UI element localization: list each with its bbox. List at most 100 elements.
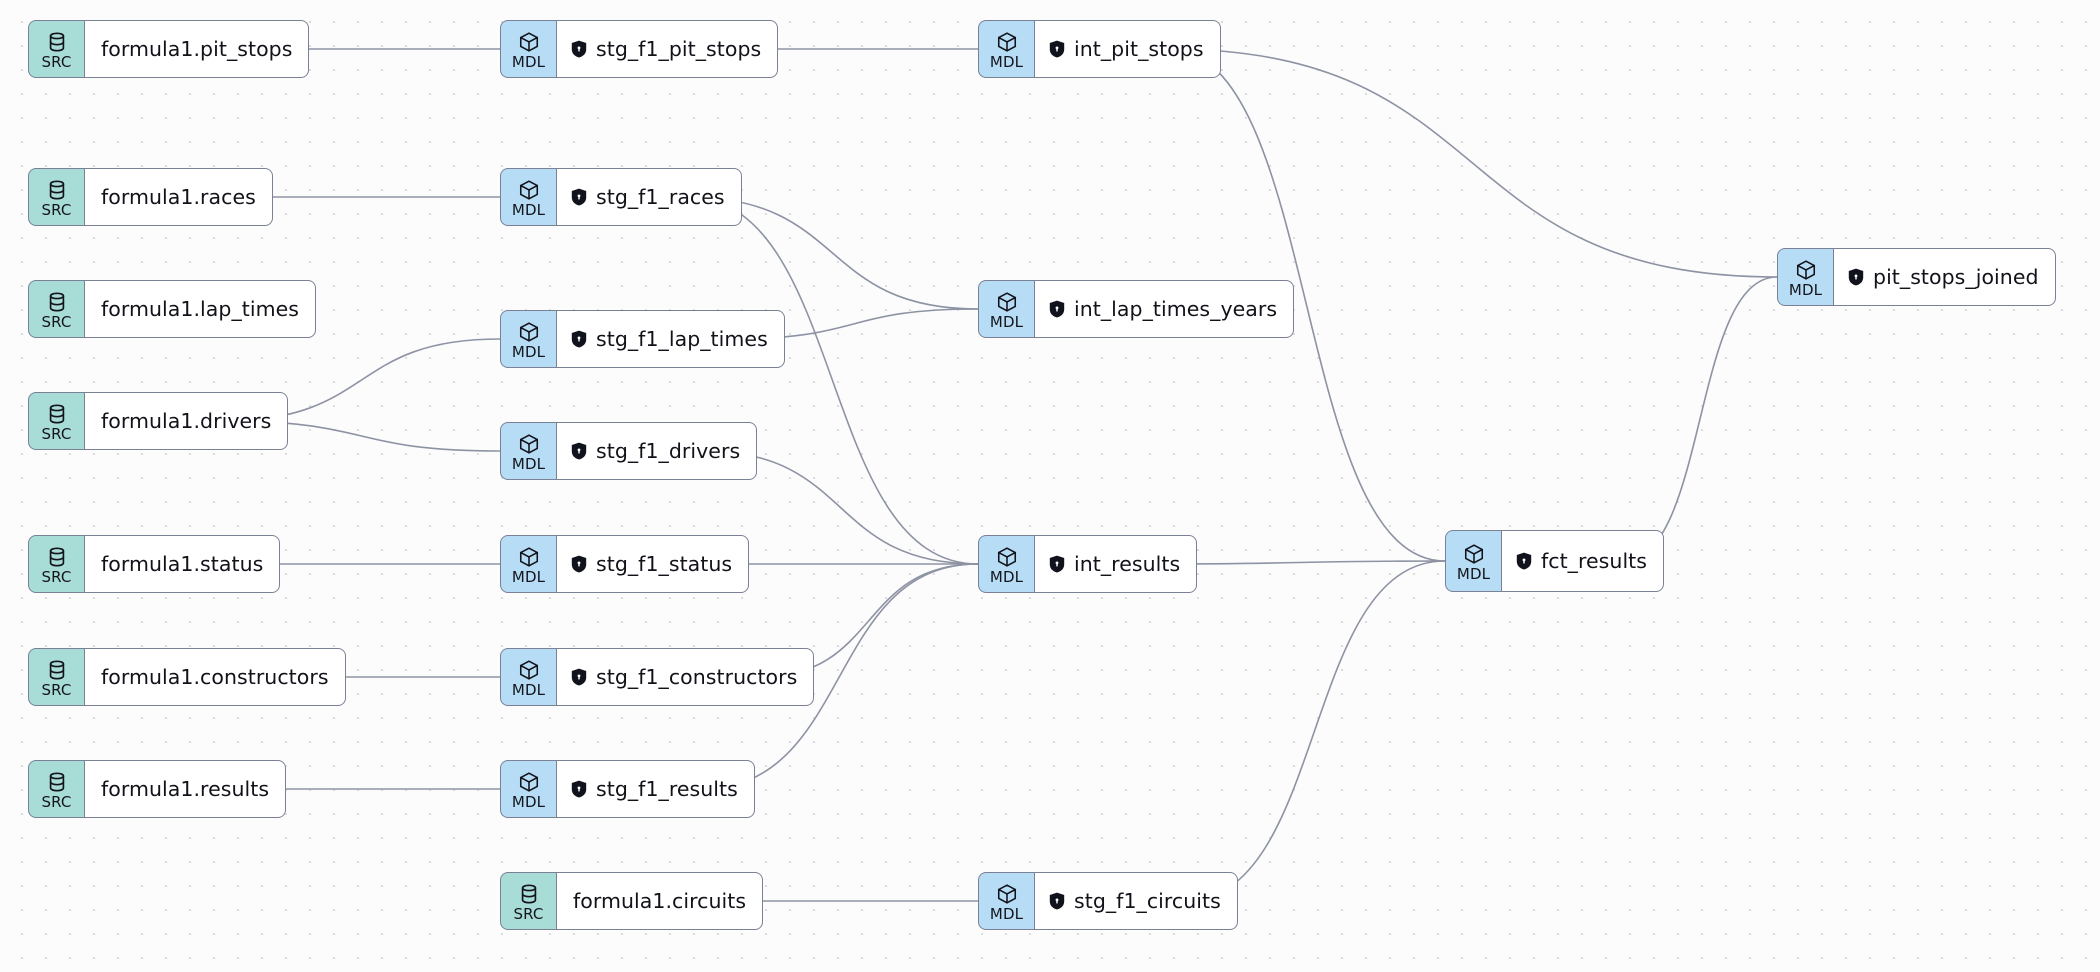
cube-icon (518, 179, 540, 201)
cube-icon (1463, 543, 1485, 565)
node-body[interactable]: stg_f1_pit_stops (556, 20, 779, 78)
badge-label: SRC (41, 52, 72, 71)
graph-node-fct_results[interactable]: MDL fct_results (1445, 530, 1665, 592)
graph-node-formula1_status[interactable]: SRC formula1.status (28, 535, 281, 593)
node-body[interactable]: stg_f1_races (556, 168, 742, 226)
graph-node-stg_f1_results[interactable]: MDL stg_f1_results (500, 760, 755, 818)
node-body[interactable]: int_pit_stops (1034, 20, 1221, 78)
node-label: stg_f1_status (596, 551, 733, 576)
shield-lock-icon (1049, 300, 1065, 318)
badge-label: MDL (511, 454, 546, 473)
graph-node-stg_f1_races[interactable]: MDL stg_f1_races (500, 168, 742, 226)
shield-lock-icon (571, 668, 587, 686)
badge-label: MDL (989, 52, 1024, 71)
src-badge: SRC (28, 392, 84, 450)
mdl-badge: MDL (500, 20, 556, 78)
src-badge: SRC (500, 872, 556, 930)
shield-lock-icon (571, 188, 587, 206)
graph-node-stg_f1_constructors[interactable]: MDL stg_f1_constructors (500, 648, 815, 706)
node-body[interactable]: pit_stops_joined (1833, 248, 2056, 306)
database-icon (46, 659, 68, 681)
node-label: formula1.status (101, 551, 264, 576)
mdl-badge: MDL (1445, 530, 1501, 592)
node-label: stg_f1_races (596, 184, 725, 209)
node-label: fct_results (1541, 548, 1648, 573)
node-body[interactable]: stg_f1_lap_times (556, 310, 785, 368)
node-body[interactable]: stg_f1_results (556, 760, 755, 818)
database-icon (46, 179, 68, 201)
graph-node-formula1_drivers[interactable]: SRC formula1.drivers (28, 392, 289, 450)
node-body[interactable]: stg_f1_drivers (556, 422, 758, 480)
shield-lock-icon (1848, 268, 1864, 286)
node-body[interactable]: formula1.races (84, 168, 273, 226)
graph-node-stg_f1_drivers[interactable]: MDL stg_f1_drivers (500, 422, 758, 480)
badge-label: MDL (989, 904, 1024, 923)
cube-icon (996, 291, 1018, 313)
graph-node-formula1_lap_times[interactable]: SRC formula1.lap_times (28, 280, 317, 338)
mdl-badge: MDL (1777, 248, 1833, 306)
node-label: formula1.pit_stops (101, 36, 293, 61)
mdl-badge: MDL (500, 760, 556, 818)
node-label: stg_f1_circuits (1074, 888, 1221, 913)
node-body[interactable]: formula1.lap_times (84, 280, 317, 338)
node-body[interactable]: int_results (1034, 535, 1198, 593)
shield-lock-icon (1049, 555, 1065, 573)
node-body[interactable]: fct_results (1501, 530, 1665, 592)
badge-label: SRC (513, 904, 544, 923)
node-body[interactable]: stg_f1_constructors (556, 648, 815, 706)
database-icon (46, 291, 68, 313)
badge-label: MDL (1788, 280, 1823, 299)
node-label: formula1.lap_times (101, 296, 300, 321)
graph-node-formula1_circuits[interactable]: SRC formula1.circuits (500, 872, 764, 930)
node-body[interactable]: int_lap_times_years (1034, 280, 1295, 338)
edge-stg_f1_circuits-to-fct_results (1183, 560, 1446, 902)
database-icon (518, 883, 540, 905)
database-icon (46, 546, 68, 568)
node-label: formula1.constructors (101, 664, 329, 689)
node-label: stg_f1_constructors (596, 664, 798, 689)
graph-node-formula1_pit_stops[interactable]: SRC formula1.pit_stops (28, 20, 310, 78)
node-body[interactable]: formula1.constructors (84, 648, 346, 706)
mdl-badge: MDL (500, 422, 556, 480)
node-body[interactable]: stg_f1_status (556, 535, 750, 593)
node-body[interactable]: formula1.status (84, 535, 281, 593)
badge-label: MDL (511, 52, 546, 71)
graph-node-int_results[interactable]: MDL int_results (978, 535, 1198, 593)
node-body[interactable]: formula1.drivers (84, 392, 289, 450)
node-label: formula1.races (101, 184, 256, 209)
graph-node-pit_stops_joined[interactable]: MDL pit_stops_joined (1777, 248, 2056, 306)
badge-label: MDL (511, 567, 546, 586)
cube-icon (518, 546, 540, 568)
graph-node-stg_f1_status[interactable]: MDL stg_f1_status (500, 535, 750, 593)
src-badge: SRC (28, 760, 84, 818)
cube-icon (518, 31, 540, 53)
graph-node-int_lap_times_years[interactable]: MDL int_lap_times_years (978, 280, 1295, 338)
graph-node-stg_f1_lap_times[interactable]: MDL stg_f1_lap_times (500, 310, 785, 368)
node-body[interactable]: formula1.results (84, 760, 287, 818)
graph-node-stg_f1_pit_stops[interactable]: MDL stg_f1_pit_stops (500, 20, 779, 78)
src-badge: SRC (28, 535, 84, 593)
cube-icon (1795, 259, 1817, 281)
badge-label: MDL (989, 312, 1024, 331)
node-label: int_pit_stops (1074, 36, 1204, 61)
badge-label: SRC (41, 567, 72, 586)
src-badge: SRC (28, 20, 84, 78)
node-label: stg_f1_pit_stops (596, 36, 762, 61)
shield-lock-icon (1049, 892, 1065, 910)
node-body[interactable]: formula1.pit_stops (84, 20, 310, 78)
cube-icon (518, 321, 540, 343)
badge-label: SRC (41, 312, 72, 331)
cube-icon (518, 433, 540, 455)
node-body[interactable]: formula1.circuits (556, 872, 764, 930)
node-label: formula1.drivers (101, 408, 272, 433)
graph-node-stg_f1_circuits[interactable]: MDL stg_f1_circuits (978, 872, 1238, 930)
shield-lock-icon (571, 780, 587, 798)
src-badge: SRC (28, 280, 84, 338)
node-body[interactable]: stg_f1_circuits (1034, 872, 1238, 930)
graph-node-int_pit_stops[interactable]: MDL int_pit_stops (978, 20, 1221, 78)
node-label: stg_f1_drivers (596, 438, 741, 463)
